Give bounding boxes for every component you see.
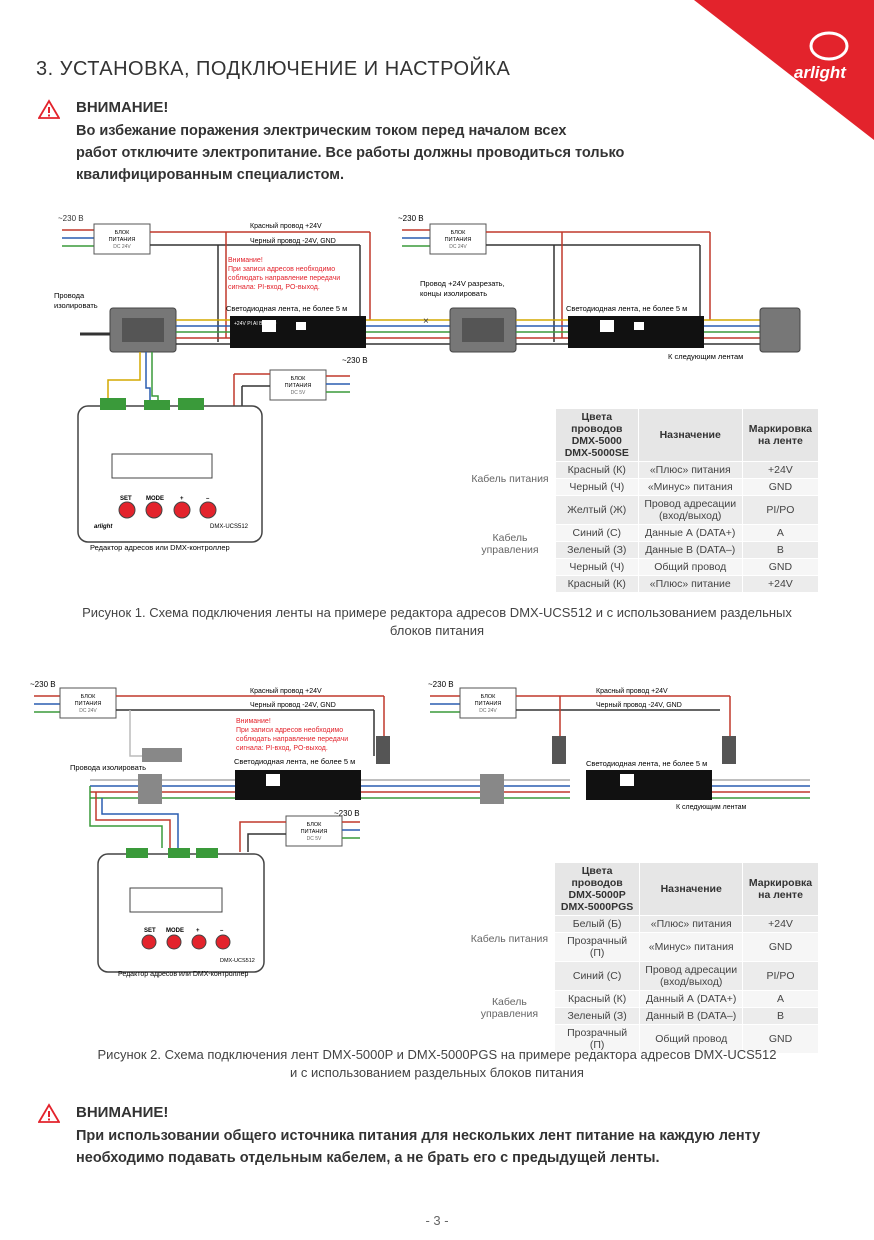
svg-text:концы изолировать: концы изолировать — [420, 289, 487, 298]
svg-text:DC 24V: DC 24V — [449, 244, 467, 250]
figure-caption-1: Рисунок 1. Схема подключения ленты на пр… — [82, 605, 792, 638]
svg-text:ПИТАНИЯ: ПИТАНИЯ — [75, 701, 102, 707]
section-title: 3. УСТАНОВКА, ПОДКЛЮЧЕНИЕ И НАСТРОЙКА — [36, 58, 511, 80]
svg-text:Черный провод -24V, GND: Черный провод -24V, GND — [250, 701, 336, 709]
svg-text:При записи адресов необходимо: При записи адресов необходимо — [228, 265, 335, 273]
warning-heading: ВНИМАНИЕ! — [76, 99, 169, 116]
svg-text:БЛОК: БЛОК — [115, 230, 130, 236]
svg-text:MODE: MODE — [146, 496, 164, 502]
svg-text:~230 В: ~230 В — [342, 356, 368, 365]
svg-text:+: + — [180, 496, 184, 502]
svg-text:соблюдать направление передачи: соблюдать направление передачи — [236, 735, 348, 743]
svg-text:При записи адресов необходимо: При записи адресов необходимо — [236, 726, 343, 734]
svg-text:Провода изолировать: Провода изолировать — [70, 763, 146, 772]
page-number: - 3 - — [425, 1213, 449, 1228]
svg-text:arlight: arlight — [94, 524, 113, 530]
svg-text:SET: SET — [144, 928, 156, 934]
svg-text:Красный провод +24V: Красный провод +24V — [596, 687, 668, 695]
plus-button-graphic — [173, 501, 191, 519]
mode-button-graphic — [145, 501, 163, 519]
svg-text:DMX-UCS512: DMX-UCS512 — [220, 958, 255, 964]
svg-text:+: + — [196, 928, 200, 934]
svg-text:Провод +24V разрезать,: Провод +24V разрезать, — [420, 279, 505, 288]
svg-text:ПИТАНИЯ: ПИТАНИЯ — [301, 829, 328, 835]
wire-table-2: Цвета проводов DMX-5000P DMX-5000PGS Наз… — [464, 862, 819, 1054]
svg-text:БЛОК: БЛОК — [291, 376, 306, 382]
svg-text:ПИТАНИЯ: ПИТАНИЯ — [109, 237, 136, 243]
wiring-diagram-1: ~230 В БЛОК ПИТАНИЯ DC 24V Красный прово… — [54, 214, 801, 552]
svg-text:DC 5V: DC 5V — [307, 836, 322, 842]
svg-text:Светодиодная лента, не более 5: Светодиодная лента, не более 5 м — [566, 304, 687, 313]
svg-text:Редактор адресов или DMX-контр: Редактор адресов или DMX-контроллер — [90, 543, 230, 552]
svg-text:DC 24V: DC 24V — [79, 708, 97, 714]
svg-text:DC 5V: DC 5V — [291, 390, 306, 396]
svg-text:MODE: MODE — [166, 928, 184, 934]
svg-text:ПИТАНИЯ: ПИТАНИЯ — [445, 237, 472, 243]
warning-heading-2: ВНИМАНИЕ! — [76, 1104, 169, 1121]
svg-text:БЛОК: БЛОК — [451, 230, 466, 236]
wire-table-1: Цвета проводов DMX-5000 DMX-5000SE Назна… — [464, 408, 820, 593]
wiring-diagram-2: ~230 В БЛОК ПИТАНИЯ DC 24V Красный прово… — [30, 680, 810, 978]
svg-text:Редактор адресов или DMX-контр: Редактор адресов или DMX-контроллер — [118, 971, 249, 978]
svg-text:Черный провод -24V, GND: Черный провод -24V, GND — [596, 701, 682, 709]
svg-text:сигнала: PI-вход, PO-выход.: сигнала: PI-вход, PO-выход. — [228, 284, 320, 291]
svg-text:SET: SET — [120, 496, 132, 502]
svg-text:–: – — [206, 496, 210, 502]
svg-text:БЛОК: БЛОК — [81, 694, 96, 700]
set-button-graphic — [118, 501, 136, 519]
figure-caption-2: Рисунок 2. Схема подключения лент DMX-50… — [97, 1047, 777, 1080]
svg-text:Светодиодная лента, не более 5: Светодиодная лента, не более 5 м — [234, 757, 355, 766]
warning-icon — [38, 1103, 60, 1123]
svg-text:ПИТАНИЯ: ПИТАНИЯ — [285, 383, 312, 389]
svg-text:БЛОК: БЛОК — [307, 822, 322, 828]
warning-text-2: При использовании общего источника питан… — [76, 1128, 761, 1166]
minus-button-graphic — [199, 501, 217, 519]
svg-text:DC 24V: DC 24V — [113, 244, 131, 250]
svg-text:Внимание!: Внимание! — [236, 718, 271, 725]
svg-text:~230 В: ~230 В — [334, 809, 360, 818]
svg-text:Красный провод +24V: Красный провод +24V — [250, 687, 322, 695]
svg-text:~230 В: ~230 В — [428, 680, 454, 689]
svg-text:Светодиодная лента, не более 5: Светодиодная лента, не более 5 м — [226, 304, 347, 313]
svg-text:×: × — [423, 316, 429, 327]
svg-text:Внимание!: Внимание! — [228, 257, 263, 264]
svg-text:Красный провод +24V: Красный провод +24V — [250, 222, 322, 230]
warning-icon — [38, 99, 60, 119]
mains-label: ~230 В — [58, 214, 84, 223]
brand-corner: arlight — [694, 0, 874, 140]
svg-text:К следующим лентам: К следующим лентам — [668, 352, 743, 361]
svg-text:сигнала: PI-вход, PO-выход.: сигнала: PI-вход, PO-выход. — [236, 745, 328, 752]
brand-logo: arlight — [794, 63, 847, 82]
psu-box — [93, 223, 151, 255]
led-strip — [230, 316, 366, 348]
svg-text:DMX-UCS512: DMX-UCS512 — [210, 524, 249, 530]
svg-text:–: – — [220, 928, 224, 934]
svg-text:Провода: Провода — [54, 291, 85, 300]
svg-text:Черный провод -24V, GND: Черный провод -24V, GND — [250, 237, 336, 245]
svg-text:~230 В: ~230 В — [30, 680, 56, 689]
svg-text:БЛОК: БЛОК — [481, 694, 496, 700]
warning-text: Во избежание поражения электрическим ток… — [76, 123, 625, 183]
svg-text:соблюдать направление передачи: соблюдать направление передачи — [228, 274, 340, 282]
svg-text:DC 24V: DC 24V — [479, 708, 497, 714]
svg-text:Светодиодная лента, не более 5: Светодиодная лента, не более 5 м — [586, 759, 707, 768]
svg-text:ПИТАНИЯ: ПИТАНИЯ — [475, 701, 502, 707]
svg-text:К следующим лентам: К следующим лентам — [676, 804, 746, 811]
svg-text:изолировать: изолировать — [54, 301, 98, 310]
svg-text:~230 В: ~230 В — [398, 214, 424, 223]
svg-text:+24V PI AI BI GND: +24V PI AI BI GND — [234, 321, 277, 327]
